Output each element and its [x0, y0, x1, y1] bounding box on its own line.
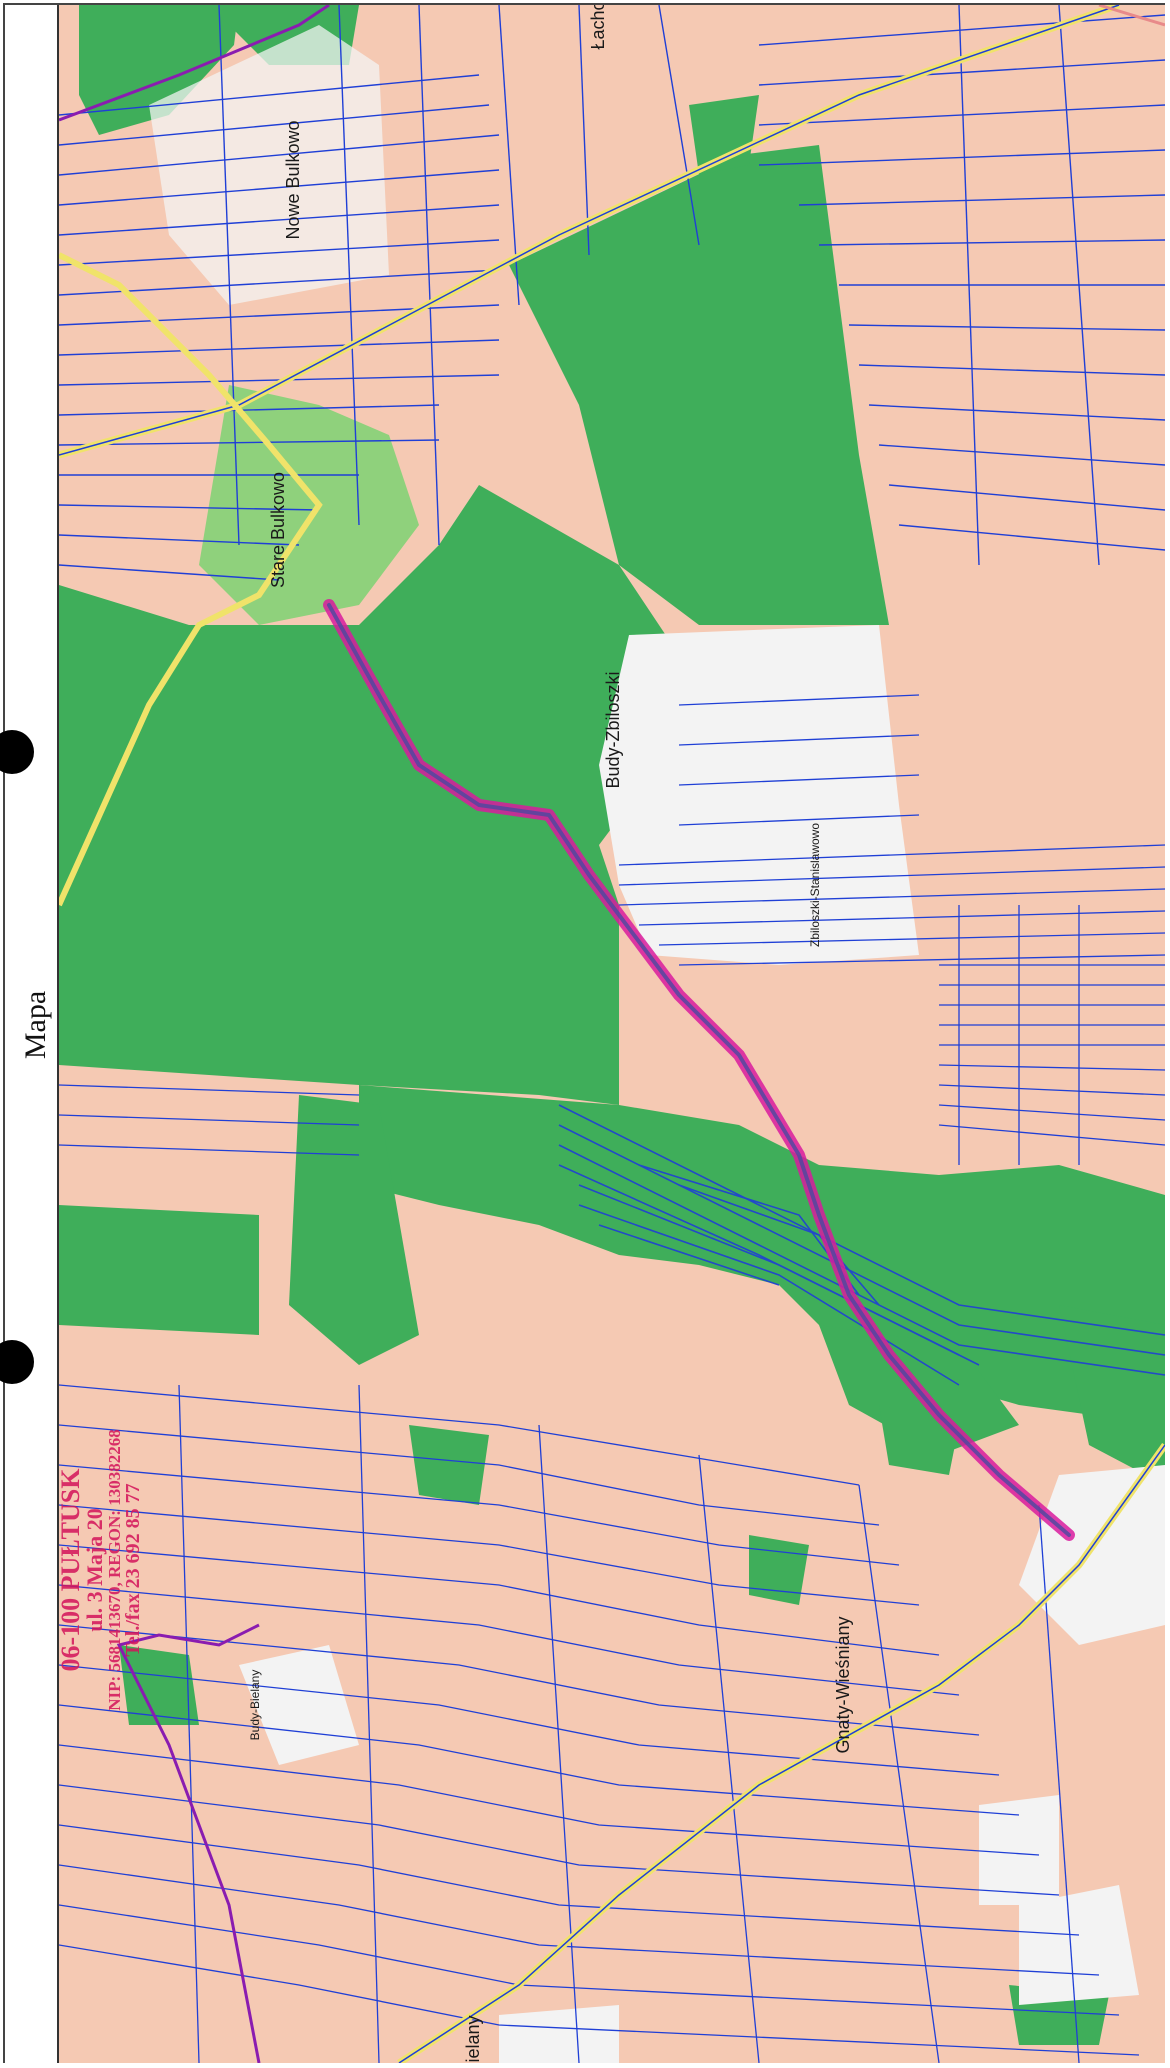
- forest-area: [79, 5, 239, 135]
- route-core: [327, 603, 1071, 1537]
- village-area: [149, 25, 389, 305]
- admin-boundary: [59, 5, 330, 2063]
- map-view[interactable]: Nowe Bulkowo Stare Bulkowo Łacho Budy-Zb…: [59, 5, 1165, 2063]
- label-zbiloszki-stanislawowo: Zbiloszki-Stanislawowo: [808, 823, 822, 947]
- page-title: Mapa: [19, 990, 52, 1060]
- forest-area: [749, 1535, 809, 1605]
- label-lacho: Łacho: [588, 5, 608, 50]
- forest-area: [359, 1085, 1165, 1425]
- stamp-line-2: ul. 3 Maja 20: [82, 1508, 107, 1632]
- forest-area: [59, 485, 679, 1105]
- forest-area: [119, 1645, 199, 1725]
- label-gnaty-wiesniany: Gnaty-Wieśniany: [833, 1616, 853, 1753]
- forest-area: [509, 145, 889, 625]
- road-edge: [59, 5, 1120, 456]
- village-area: [599, 625, 919, 965]
- village-area: [499, 2005, 619, 2063]
- forest-area: [59, 1205, 259, 1335]
- stamp-line-4: Tel./fax 23 692 85 77: [122, 1483, 144, 1657]
- meadow-area: [199, 385, 419, 625]
- title-strip: Mapa: [5, 5, 59, 2063]
- map-canvas: Nowe Bulkowo Stare Bulkowo Łacho Budy-Zb…: [59, 5, 1165, 2063]
- forest-area: [289, 1095, 419, 1365]
- forest-area: [689, 95, 759, 175]
- route-line: [323, 599, 1075, 1541]
- punch-hole-bottom: [0, 1340, 34, 1384]
- parcel-lines: [618, 694, 1165, 1165]
- forest-area: [1059, 1305, 1165, 1485]
- roads: [59, 5, 1165, 2063]
- place-labels: Nowe Bulkowo Stare Bulkowo Łacho Budy-Zb…: [248, 5, 853, 2063]
- road-minor: [1098, 5, 1165, 27]
- village-area: [1019, 1465, 1165, 1645]
- village-area: [979, 1795, 1059, 1905]
- forest-area: [409, 1425, 489, 1505]
- label-bielany: Bielany: [463, 2015, 483, 2063]
- label-budy-bielany: Budy-Bielany: [248, 1670, 262, 1741]
- drainage-channels: [558, 1104, 1165, 1386]
- village-area: [1019, 1885, 1139, 2005]
- road-major: [59, 252, 323, 907]
- punch-hole-top: [0, 730, 34, 774]
- road-edge: [398, 1444, 1165, 2063]
- label-budy-zbiloszki: Budy-Zbiloszki: [603, 671, 623, 788]
- company-stamp: 06-100 PUŁTUSK ul. 3 Maja 20 NIP: 568141…: [56, 1420, 144, 1720]
- label-stare-bulkowo: Stare Bulkowo: [268, 472, 288, 588]
- label-nowe-bulkowo: Nowe Bulkowo: [283, 120, 303, 239]
- stamp-line-1: 06-100 PUŁTUSK: [56, 1468, 85, 1672]
- parcel-lines: [59, 1084, 1140, 2063]
- stamp-line-3: NIP: 5681413670, REGON: 130382268: [105, 1429, 124, 1711]
